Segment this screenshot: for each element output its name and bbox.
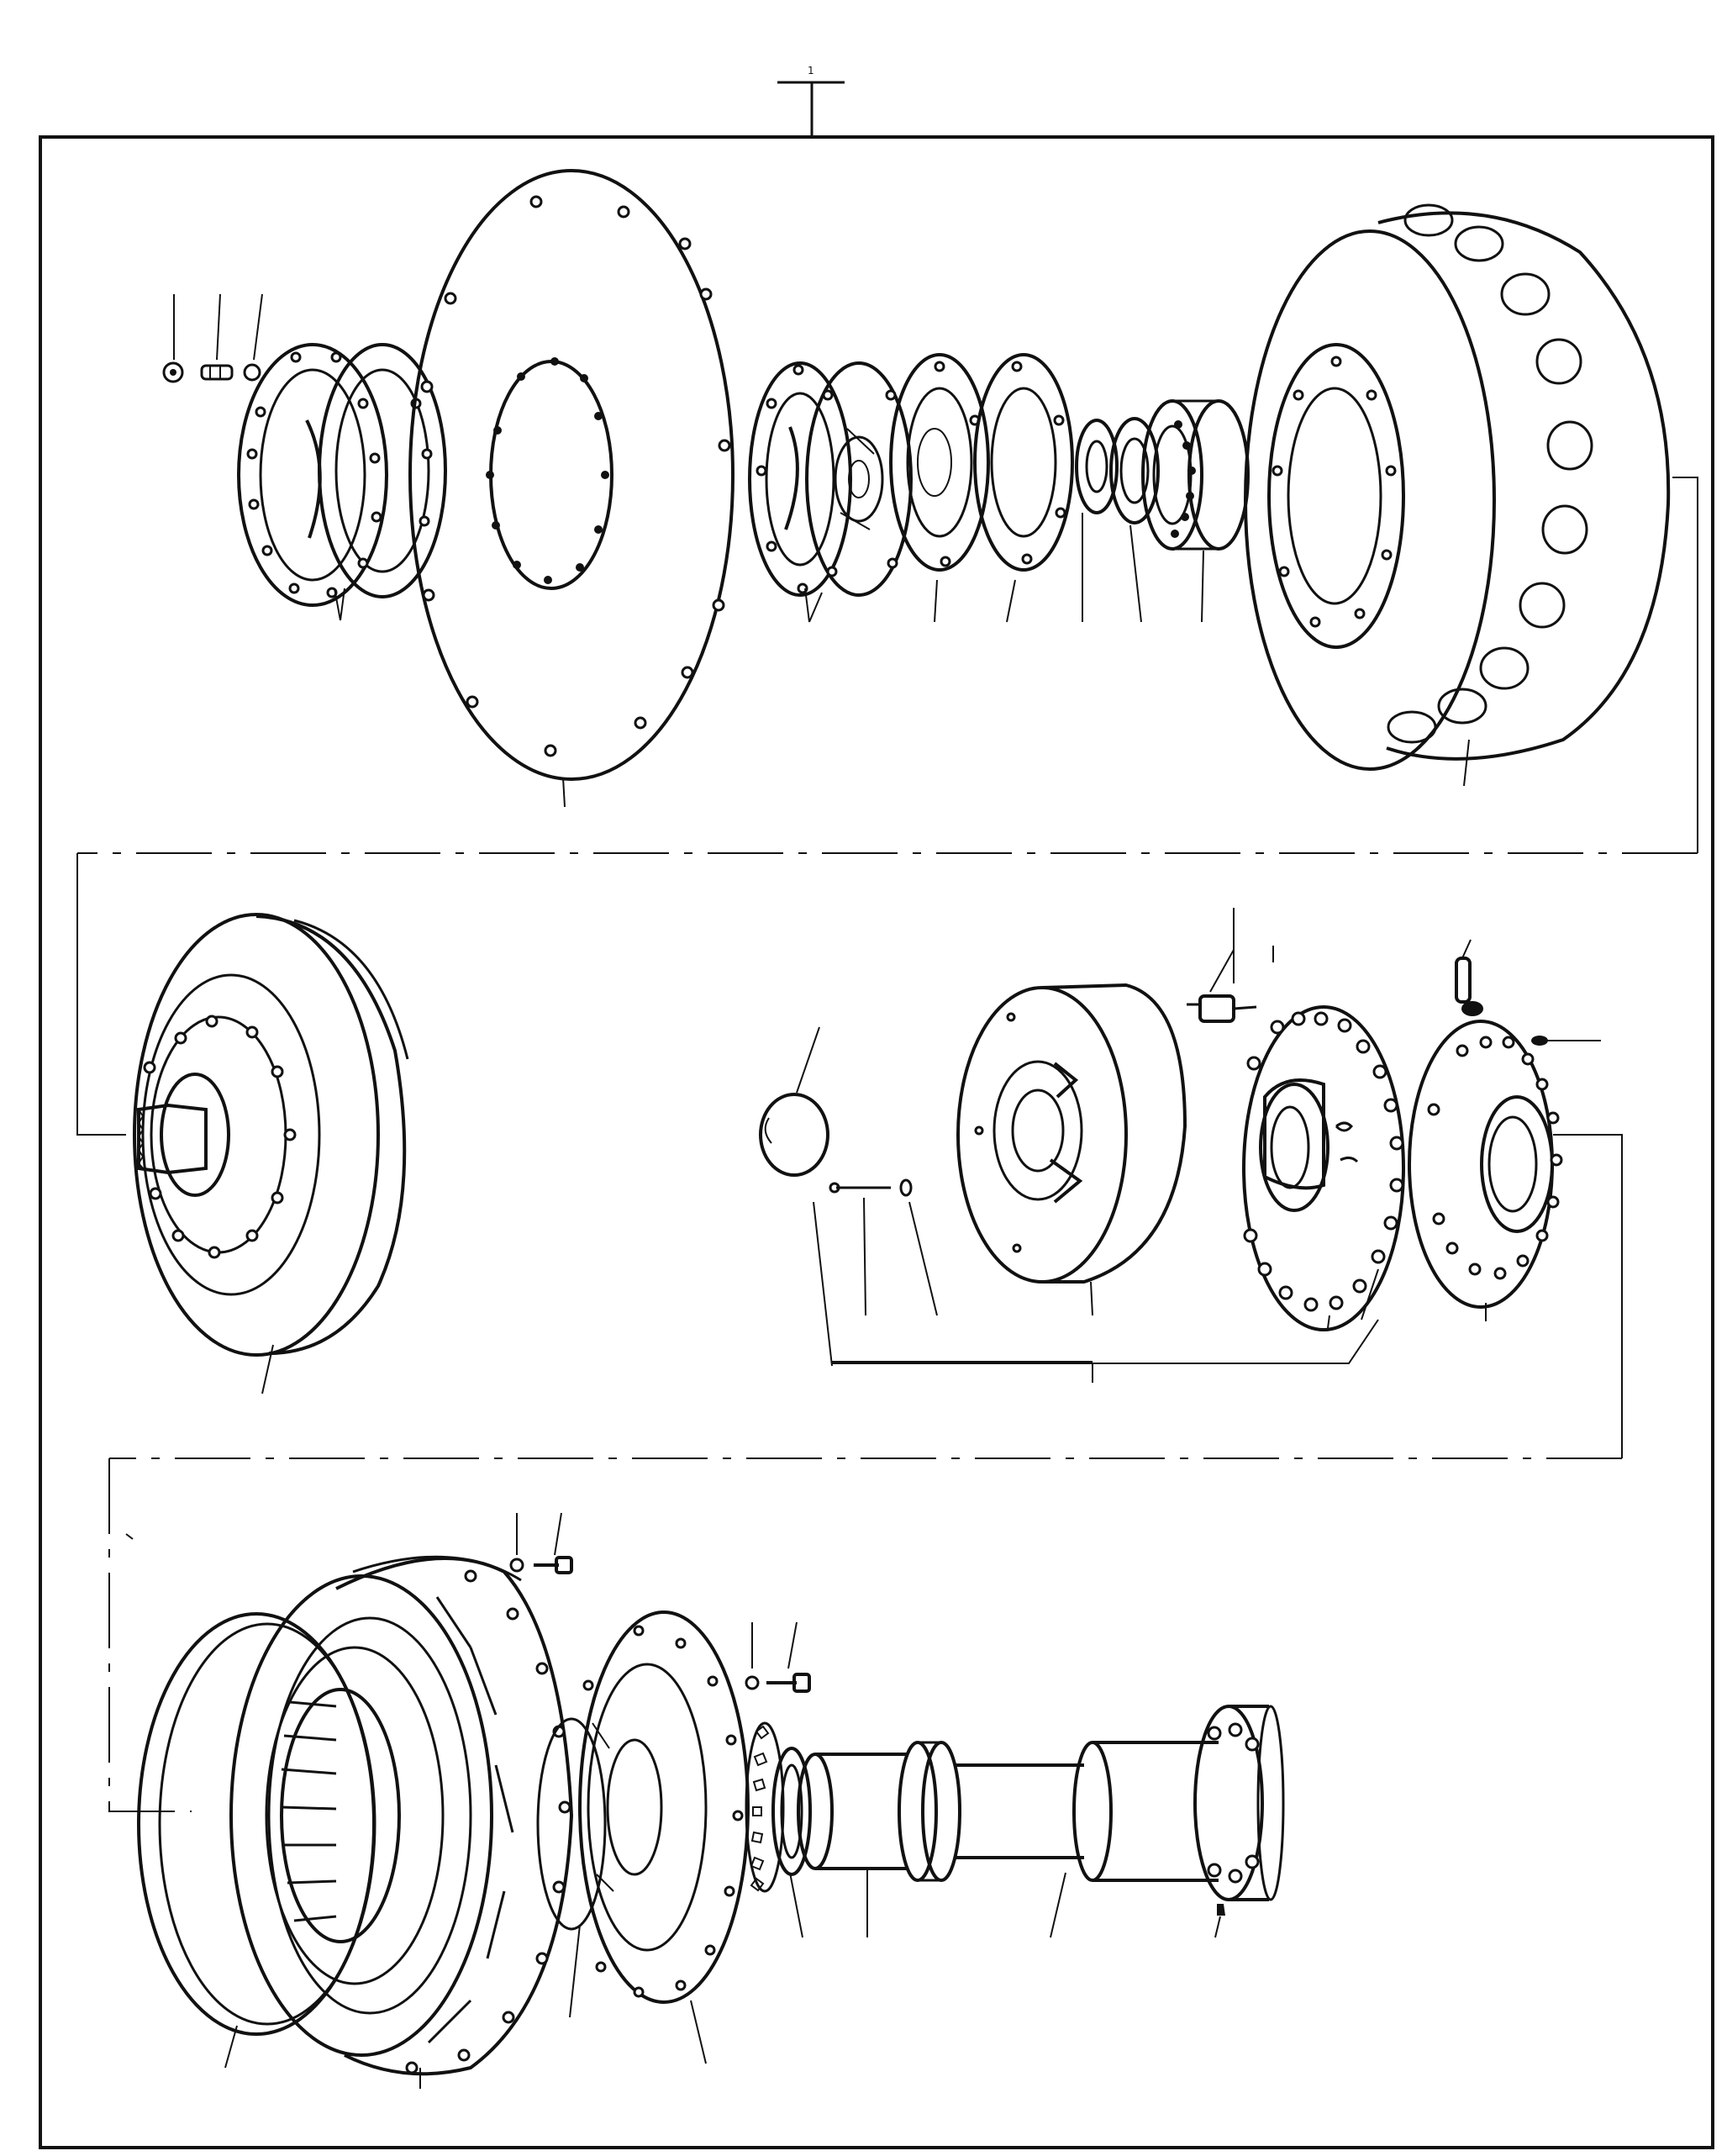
converter-housing — [1244, 203, 1698, 853]
impeller-wheel — [229, 1555, 574, 2089]
bearing-race-spring — [1455, 939, 1601, 1046]
flex-plate — [408, 169, 735, 808]
shaft-snap-ring — [771, 1747, 812, 1938]
output-shaft — [1050, 1705, 1285, 1938]
reactor-ring — [1408, 1020, 1623, 1458]
adapter-ring-pair — [237, 343, 447, 621]
marker-glyph: 1 — [808, 65, 814, 76]
connector-line-2 — [108, 1458, 1622, 1812]
turbine-assembly — [133, 913, 409, 1394]
snap-ring-and-pins — [759, 1026, 938, 1367]
fastener-set-top — [162, 293, 263, 383]
ball-bearing — [1141, 399, 1250, 623]
stator-shaft — [797, 1741, 1084, 1937]
top-reference-marker: 1 — [777, 65, 845, 136]
free-wheel-pin — [1187, 908, 1274, 1023]
bolt-and-washer-lower — [745, 1621, 811, 1693]
assembly-bracket — [832, 1319, 1379, 1383]
connector-line-1 — [76, 852, 1698, 1136]
frame — [39, 135, 1714, 2149]
small-plug — [1214, 1904, 1225, 1938]
stator-cam-plate — [1242, 1005, 1405, 1331]
bolt-and-washer-upper — [509, 1512, 573, 1574]
seal-rings — [1075, 417, 1160, 623]
hub-plate-b — [973, 353, 1074, 623]
clutch-plate-pair — [748, 361, 913, 623]
impeller-hub-plate — [536, 1610, 750, 2064]
stator-wheel — [956, 983, 1187, 1316]
drive-gear — [745, 1721, 785, 1893]
hub-plate-a — [889, 353, 990, 623]
impeller-cover-ring — [125, 1533, 376, 2069]
